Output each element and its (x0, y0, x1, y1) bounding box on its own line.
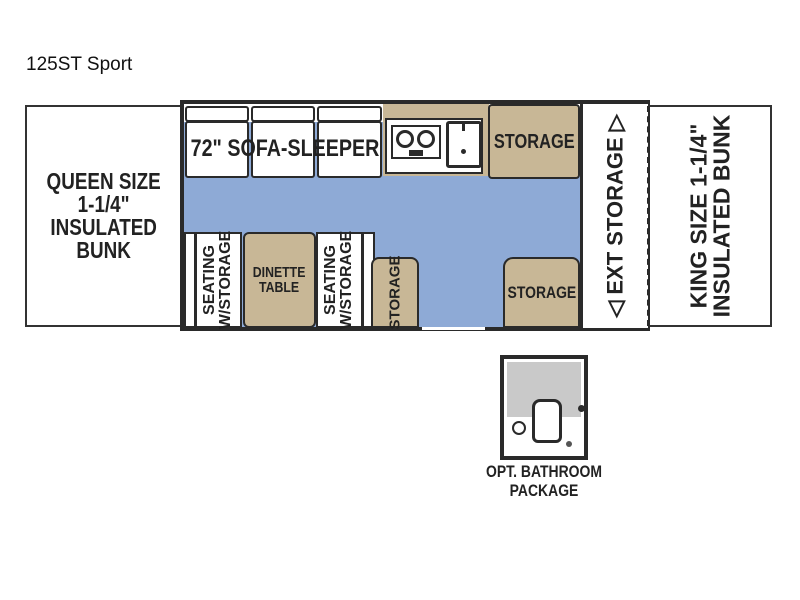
storage-small: STORAGE (371, 255, 419, 330)
king-bunk: KING SIZE 1-1/4" INSULATED BUNK (648, 105, 772, 327)
storage-small-label: STORAGE (386, 255, 404, 330)
storage-right: STORAGE (503, 257, 580, 328)
sofa-seat-3 (317, 121, 382, 178)
queen-bunk: QUEEN SIZE 1-1/4" INSULATED BUNK (25, 105, 182, 327)
seating-right: SEATING W/STORAGE (316, 230, 363, 330)
seating-right-label: SEATING W/STORAGE (322, 230, 356, 330)
entry-door[interactable] (422, 327, 485, 330)
storage-top: STORAGE (488, 104, 580, 179)
sofa-seat-2 (251, 121, 315, 178)
drain-icon (578, 405, 585, 412)
sink-icon (446, 121, 482, 168)
floorplan-title: 125ST Sport (26, 54, 133, 75)
sofa-seat-1 (185, 121, 249, 178)
stove-icon (391, 125, 441, 159)
bathroom (500, 355, 588, 460)
sofa-back-1 (185, 106, 249, 122)
king-bunk-label: KING SIZE 1-1/4" INSULATED BUNK (685, 114, 735, 318)
sink-icon (512, 421, 526, 435)
ext-storage: ◁ EXT STORAGE ▷ (580, 104, 648, 328)
dinette-table-label: DINETTE TABLE (253, 264, 306, 296)
dinette-table: DINETTE TABLE (243, 232, 316, 328)
seating-left-label: SEATING W/STORAGE (201, 230, 235, 330)
drain-icon (566, 441, 572, 447)
slide-divider (647, 106, 649, 326)
sofa-back-2 (251, 106, 315, 122)
ext-storage-label: ◁ EXT STORAGE ▷ (602, 114, 628, 318)
seating-left: SEATING W/STORAGE (195, 230, 242, 330)
sofa-label: 72" SOFA-SLEEPER (190, 135, 380, 162)
queen-bunk-label: QUEEN SIZE 1-1/4" INSULATED BUNK (46, 168, 161, 263)
bathroom-label: OPT. BATHROOM PACKAGE (486, 462, 602, 500)
storage-top-label: STORAGE (493, 130, 575, 153)
toilet-icon (532, 399, 562, 443)
storage-right-label: STORAGE (507, 283, 576, 302)
sofa-back-3 (317, 106, 382, 122)
